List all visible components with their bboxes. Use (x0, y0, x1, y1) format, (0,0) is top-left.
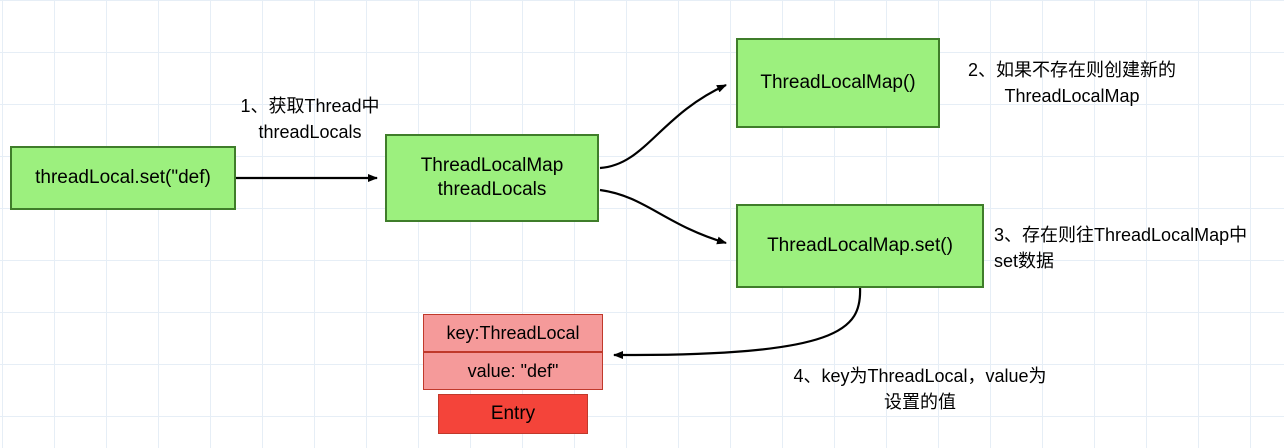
node-entry-footer[interactable]: Entry (438, 394, 588, 434)
node-entry-footer-label: Entry (490, 403, 536, 425)
node-entry-key-label: key:ThreadLocal (446, 322, 580, 343)
node-threadlocalmap-set[interactable]: ThreadLocalMap.set() (736, 204, 984, 288)
edge-threadlocals-to-map-set (599, 188, 727, 245)
node-entry-value-label: value: "def" (467, 360, 559, 381)
node-threadlocalmap-constructor-line-1: ThreadLocalMap() (760, 72, 916, 94)
node-entry-key[interactable]: key:ThreadLocal (423, 314, 603, 352)
node-threadlocalmap-set-line-1: ThreadLocalMap.set() (767, 235, 953, 257)
node-threadlocalmap-threadlocals-line-1: ThreadLocalMap (420, 155, 564, 177)
label-step-2: 2、如果不存在则创建新的 ThreadLocalMap (967, 60, 1176, 107)
node-threadlocalmap-threadlocals[interactable]: ThreadLocalMap threadLocals (385, 134, 599, 222)
node-entry-value[interactable]: value: "def" (423, 352, 603, 390)
label-step-1: 1、获取Thread中 threadLocals (240, 96, 380, 143)
edge-map-set-to-entry (613, 286, 862, 360)
label-step-4: 4、key为ThreadLocal，value为 设置的值 (793, 366, 1047, 413)
node-threadlocal-set[interactable]: threadLocal.set("def) (10, 146, 236, 210)
edge-threadlocals-to-map-ctor (599, 83, 727, 170)
node-threadlocalmap-threadlocals-line-2: threadLocals (437, 179, 547, 200)
label-step-3: 3、存在则往ThreadLocalMap中 set数据 (994, 225, 1248, 272)
node-threadlocal-set-line-1: threadLocal.set("def) (35, 167, 211, 189)
node-threadlocalmap-constructor[interactable]: ThreadLocalMap() (736, 38, 940, 128)
